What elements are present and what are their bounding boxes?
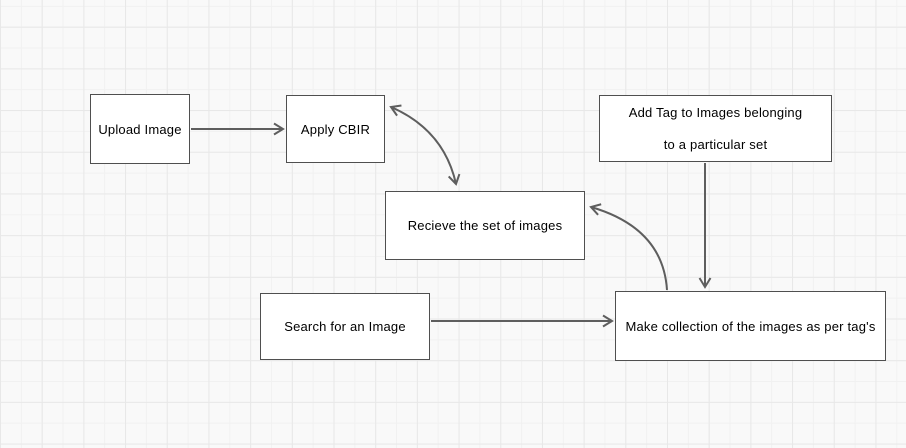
node-upload-image[interactable]: Upload Image: [90, 94, 190, 164]
node-search-image[interactable]: Search for an Image: [260, 293, 430, 360]
edge-make-collection-to-receive[interactable]: [589, 203, 668, 291]
node-add-tag-label-line1: Add Tag to Images belonging: [628, 105, 803, 120]
node-make-collection[interactable]: Make collection of the images as per tag…: [615, 291, 886, 361]
edge-apply-cbir-receive-bidirectional[interactable]: [389, 104, 461, 186]
node-add-tag[interactable]: Add Tag to Images belonging to a particu…: [599, 95, 832, 162]
node-make-collection-label: Make collection of the images as per tag…: [625, 318, 876, 334]
node-search-image-label: Search for an Image: [284, 319, 406, 334]
node-receive-set-label: Recieve the set of images: [407, 218, 563, 233]
node-apply-cbir[interactable]: Apply CBIR: [286, 95, 385, 163]
node-apply-cbir-label: Apply CBIR: [300, 121, 371, 137]
node-upload-image-label: Upload Image: [98, 121, 182, 137]
node-add-tag-label-line2: to a particular set: [663, 137, 768, 152]
node-receive-set[interactable]: Recieve the set of images: [385, 191, 585, 260]
